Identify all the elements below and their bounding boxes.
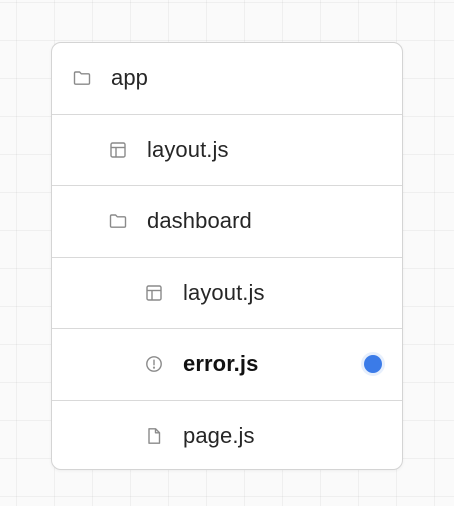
file-icon xyxy=(145,427,163,445)
tree-item-app-folder[interactable]: app xyxy=(52,43,402,115)
tree-item-label: layout.js xyxy=(183,279,265,305)
tree-item-dashboard-layout-file[interactable]: layout.js xyxy=(52,258,402,329)
error-icon xyxy=(145,355,163,373)
file-tree: app layout.js dashboard layout.j xyxy=(51,42,403,470)
tree-item-error-file[interactable]: error.js xyxy=(52,329,402,401)
tree-item-label: error.js xyxy=(183,351,259,377)
folder-icon xyxy=(73,69,91,87)
tree-item-label: layout.js xyxy=(147,136,229,162)
layout-icon xyxy=(109,141,127,159)
active-indicator-dot xyxy=(364,355,382,374)
tree-item-label: app xyxy=(111,65,149,91)
tree-item-label: page.js xyxy=(183,423,255,449)
tree-item-layout-file[interactable]: layout.js xyxy=(52,115,402,186)
folder-icon xyxy=(109,212,127,230)
tree-item-dashboard-folder[interactable]: dashboard xyxy=(52,186,402,258)
tree-item-page-file[interactable]: page.js xyxy=(52,401,402,470)
layout-icon xyxy=(145,284,163,302)
tree-item-label: dashboard xyxy=(147,208,252,234)
